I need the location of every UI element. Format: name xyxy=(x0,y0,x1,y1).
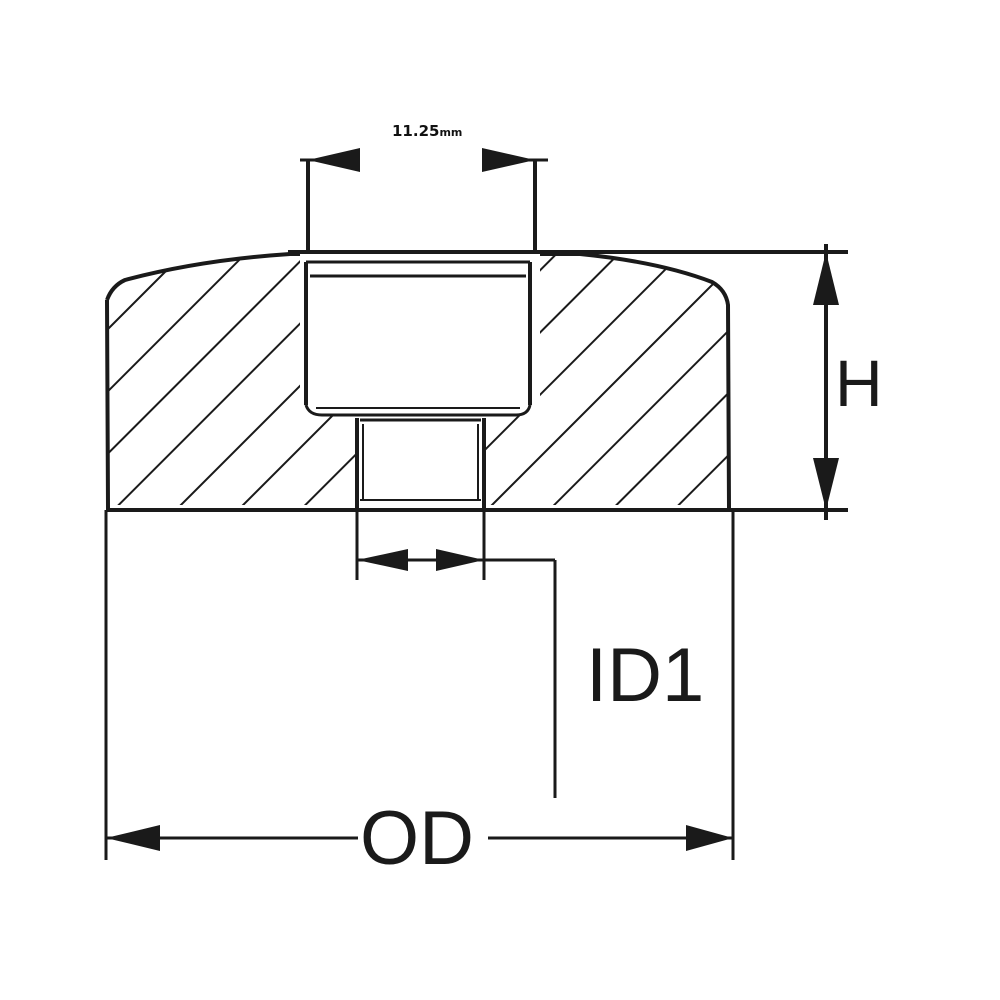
outer-diameter-dimension xyxy=(104,510,735,860)
inner-diameter-dimension xyxy=(355,512,557,798)
height-dimension xyxy=(813,244,839,520)
height-top-arrow xyxy=(813,252,839,305)
od-right-arrow xyxy=(686,825,733,851)
counterbore xyxy=(304,260,532,417)
inner-diameter-label: ID1 xyxy=(586,633,704,718)
part-outer-profile xyxy=(105,252,731,509)
height-bottom-arrow xyxy=(813,458,839,510)
through-bore xyxy=(355,418,486,510)
left-section-hatch xyxy=(107,254,357,505)
top-dim-right-arrow xyxy=(482,148,535,172)
outer-diameter-label: OD xyxy=(360,796,474,881)
od-left-arrow xyxy=(106,825,160,851)
top-dimension-value: 11.25 xyxy=(392,122,439,140)
id1-left-arrow xyxy=(357,549,408,571)
id1-right-arrow xyxy=(436,549,484,571)
top-dimension-label: 11.25mm xyxy=(392,122,462,140)
right-section-hatch xyxy=(484,254,729,505)
top-dimension xyxy=(300,148,548,252)
height-label: H xyxy=(835,346,883,420)
top-dimension-unit: mm xyxy=(439,126,462,139)
top-dim-left-arrow xyxy=(308,148,360,172)
